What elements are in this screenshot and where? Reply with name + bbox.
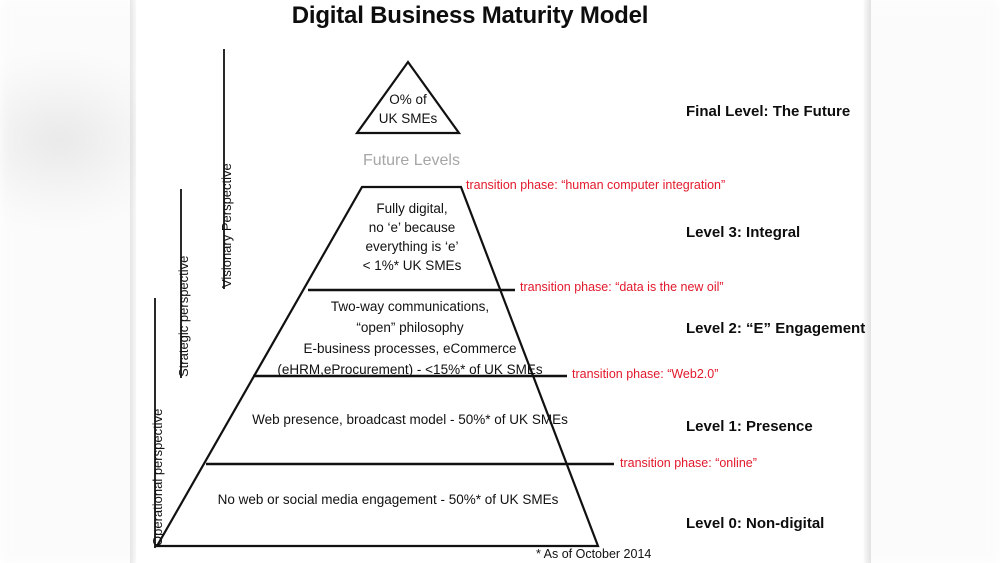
future-levels-label: Future Levels bbox=[363, 152, 460, 169]
level-label-level2: Level 2: “E” Engagement bbox=[686, 320, 866, 337]
level2-line-3: E-business processes, eCommerce bbox=[303, 341, 517, 356]
level-label-level3: Level 3: Integral bbox=[686, 224, 801, 241]
level-label-final: Final Level: The Future bbox=[686, 103, 851, 120]
level3-line-2: no ‘e’ because bbox=[368, 220, 456, 235]
white-content-panel bbox=[136, 0, 864, 563]
transition-human-computer-integration: transition phase: “human computer integr… bbox=[466, 178, 726, 192]
apex-text: O% of UK SMEs bbox=[358, 90, 458, 128]
level-label-level1: Level 1: Presence bbox=[686, 418, 813, 435]
apex-line-1: O% of bbox=[389, 92, 427, 107]
panel-right-shadow bbox=[863, 0, 871, 563]
main-pyramid-outline bbox=[155, 185, 600, 548]
perspective-label-strategic: Strategic perspective bbox=[176, 255, 191, 377]
apex-line-2: UK SMEs bbox=[378, 111, 438, 126]
page-title: Digital Business Maturity Model bbox=[291, 2, 649, 29]
transition-online: transition phase: “online” bbox=[620, 456, 757, 470]
level0-body: No web or social media engagement - 50%*… bbox=[168, 490, 608, 509]
level3-line-3: everything is ‘e’ bbox=[365, 239, 459, 254]
level3-body: Fully digital, no ‘e’ because everything… bbox=[330, 199, 494, 275]
level1-body: Web presence, broadcast model - 50%* of … bbox=[200, 410, 620, 429]
level3-line-4: < 1%* UK SMEs bbox=[362, 258, 462, 273]
footnote: * As of October 2014 bbox=[536, 547, 652, 561]
future-triangle bbox=[354, 60, 462, 135]
level2-body: Two-way communications, “open” philosoph… bbox=[240, 296, 580, 380]
level2-line-1: Two-way communications, bbox=[330, 299, 490, 314]
level2-line-4: (eHRM,eProcurement) - <15%* of UK SMEs bbox=[277, 362, 543, 377]
level2-line-2: “open” philosophy bbox=[356, 320, 464, 335]
perspective-label-visionary: Visionary Perspective bbox=[219, 163, 234, 288]
level3-line-1: Fully digital, bbox=[376, 201, 448, 216]
transition-data-is-the-new-oil: transition phase: “data is the new oil” bbox=[520, 280, 724, 294]
level0-line-1: No web or social media engagement - 50%*… bbox=[217, 492, 559, 507]
panel-left-shadow bbox=[130, 0, 137, 563]
level1-line-1: Web presence, broadcast model - 50%* of … bbox=[252, 412, 568, 427]
level-label-level0: Level 0: Non-digital bbox=[686, 515, 825, 532]
transition-web20: transition phase: “Web2.0” bbox=[572, 367, 719, 381]
perspective-label-operational: Operational perspective bbox=[150, 408, 165, 546]
